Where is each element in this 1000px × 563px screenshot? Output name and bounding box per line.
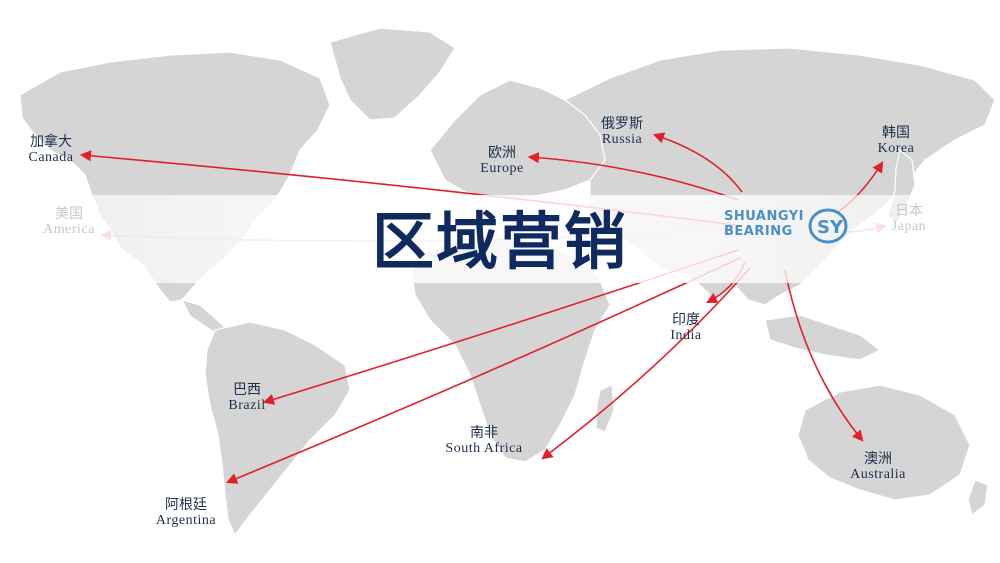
region-name-en: America [43,222,95,238]
australia-shape [797,384,971,501]
company-logo: SHUANGYI BEARING SY [724,205,854,245]
region-name-zh: 阿根廷 [165,497,207,513]
region-name-zh: 美国 [55,206,83,222]
region-name-en: Australia [850,467,906,483]
region-name-en: Russia [601,132,643,148]
region-name-zh: 韩国 [882,125,910,141]
region-name-zh: 印度 [672,312,700,328]
region-name-en: Canada [28,150,74,166]
region-label-korea: 韩国 Korea [866,125,926,157]
region-label-argentina: 阿根廷 Argentina [146,497,226,529]
route-arrow-europe [527,152,739,201]
region-label-europe: 欧洲 Europe [470,145,534,177]
region-name-en: South Africa [445,441,523,457]
southeast-asia-islands-shape [764,314,882,361]
region-label-america: 美国 America [34,206,104,238]
route-arrow-australia [784,269,864,442]
region-name-zh: 加拿大 [30,134,72,150]
region-label-australia: 澳洲 Australia [840,451,916,483]
logo-mark-text: SY [817,217,844,238]
region-name-en: India [670,328,702,344]
new-zealand-shape [967,479,989,517]
region-label-india: 印度 India [656,312,716,344]
route-arrow-argentina [225,257,741,484]
region-label-south-africa: 南非 South Africa [436,425,532,457]
region-name-zh: 日本 [895,203,923,219]
page-title: 区域营销 [371,205,628,278]
region-name-zh: 巴西 [233,382,261,398]
south-america-shape [204,321,351,537]
region-name-en: Europe [480,161,524,177]
route-arrow-russia [652,132,743,193]
region-name-en: Brazil [228,398,266,414]
logo-mark-icon: SY [808,208,848,244]
region-name-en: Argentina [155,513,217,529]
logo-text-line1: SHUANGYI [724,209,804,224]
region-label-russia: 俄罗斯 Russia [590,116,654,148]
region-name-zh: 澳洲 [864,451,892,467]
region-label-brazil: 巴西 Brazil [216,382,278,414]
logo-text-line2: BEARING [724,224,793,239]
route-arrow-south-africa [541,267,751,460]
region-name-zh: 欧洲 [488,145,516,161]
region-label-canada: 加拿大 Canada [18,134,84,166]
region-name-en: Japan [891,219,927,235]
region-label-japan: 日本 Japan [878,203,940,235]
region-name-zh: 南非 [470,425,498,441]
region-name-zh: 俄罗斯 [601,116,643,132]
region-name-en: Korea [877,141,915,157]
greenland-shape [329,27,456,121]
